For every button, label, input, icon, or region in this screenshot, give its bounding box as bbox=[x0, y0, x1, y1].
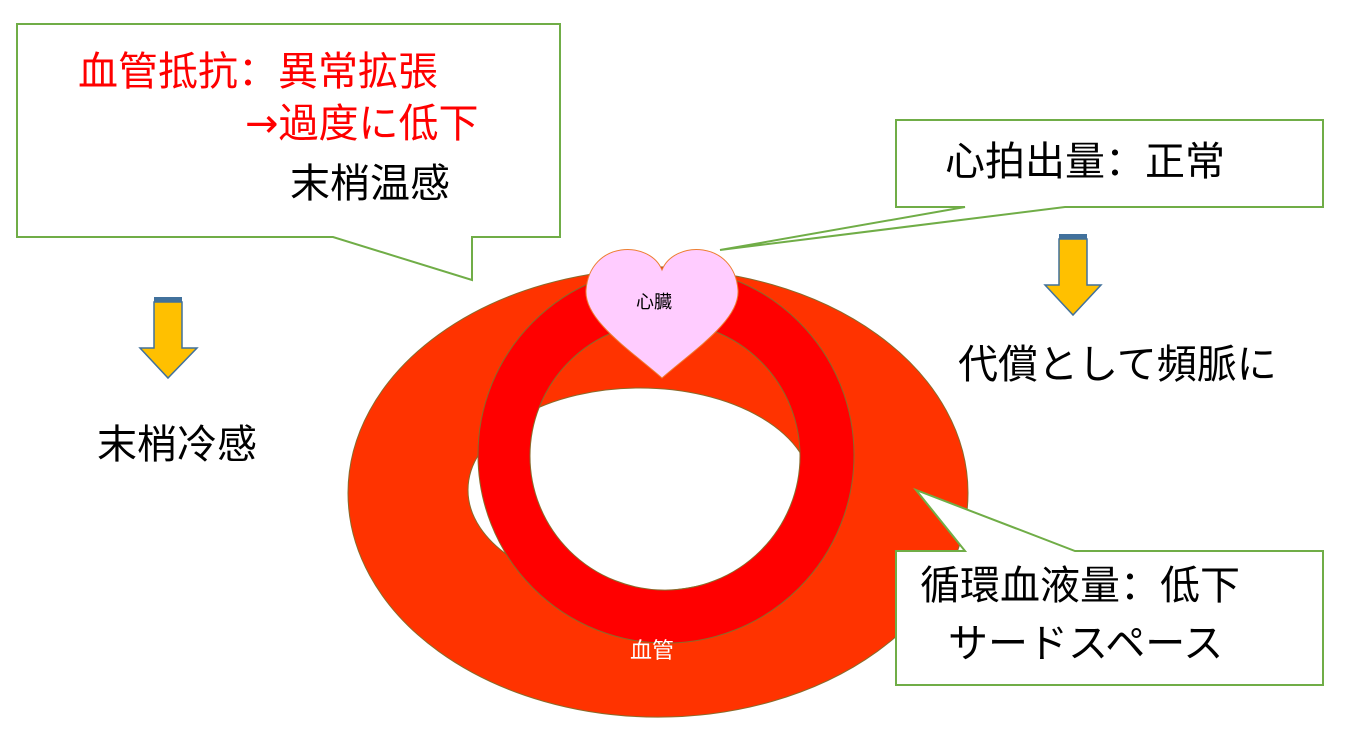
vessel-label: 血管 bbox=[630, 639, 675, 664]
resistance-line2: →過度に低下 bbox=[245, 101, 479, 147]
heart-shape bbox=[585, 249, 739, 379]
callout-resistance-shape bbox=[16, 23, 561, 282]
callout-volume-shape bbox=[895, 487, 1324, 686]
heart-ring bbox=[477, 266, 855, 644]
heart-label: 心臓 bbox=[636, 292, 672, 313]
right-result-text: 代償として頻脈に bbox=[958, 342, 1277, 388]
volume-line2: サードスペース bbox=[948, 621, 1224, 667]
callout-output-shape bbox=[719, 119, 1324, 251]
volume-line1: 循環血液量：低下 bbox=[920, 563, 1240, 609]
resistance-line1: 血管抵抗：異常拡張 bbox=[78, 49, 438, 95]
resistance-line3: 末梢温感 bbox=[290, 161, 450, 207]
left-result-text: 末梢冷感 bbox=[97, 422, 257, 468]
output-line1: 心拍出量：正常 bbox=[945, 139, 1225, 185]
down-arrow-icon-right bbox=[1043, 234, 1103, 317]
down-arrow-icon-left bbox=[138, 297, 199, 380]
